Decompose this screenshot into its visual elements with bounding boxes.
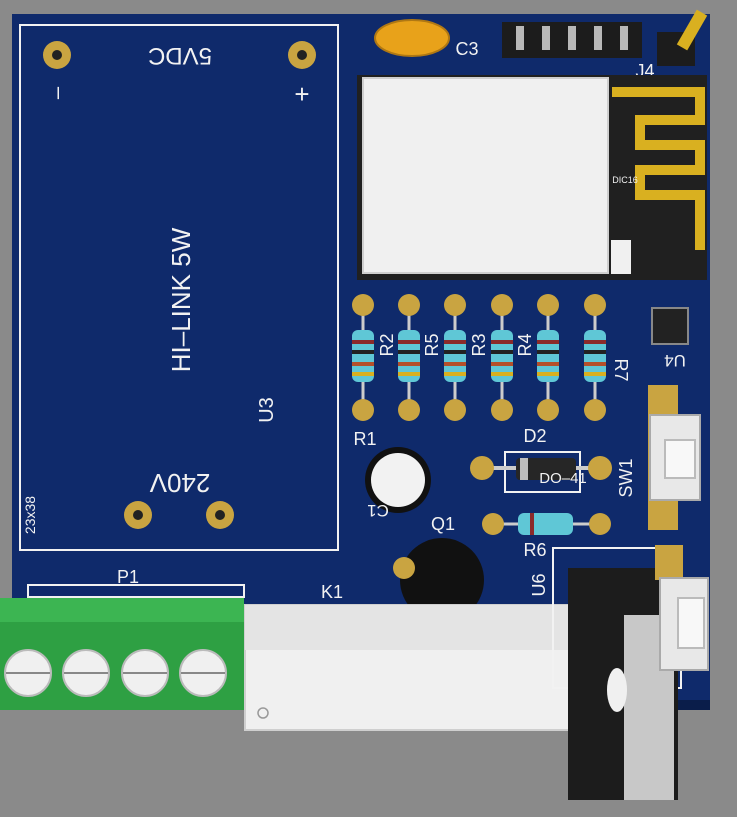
transistor-q1-pad xyxy=(393,557,415,579)
terminal-top xyxy=(0,598,244,622)
wifi-module-shield xyxy=(362,77,609,274)
switch-2-pads xyxy=(655,545,683,580)
resistor-r6-band xyxy=(530,513,534,535)
wifi-module-text: DIC16 xyxy=(612,175,638,185)
diode-pad-left xyxy=(470,456,494,480)
jumper-pin xyxy=(676,9,708,51)
r1-label: R1 xyxy=(353,429,376,449)
r4-label: R4 xyxy=(515,333,535,356)
chip-u4 xyxy=(651,307,689,345)
r2-label: R2 xyxy=(377,333,397,356)
resistor-r6-pad-right xyxy=(589,513,611,535)
diode-pad-right xyxy=(588,456,612,480)
resistor-r6-pad-left xyxy=(482,513,504,535)
r7-label: R7 xyxy=(611,358,631,381)
transistor-q1 xyxy=(400,538,484,622)
r5-label: R5 xyxy=(422,333,442,356)
terminal-outline xyxy=(27,584,245,598)
resistor-r4 xyxy=(537,294,559,421)
minus-label: – xyxy=(44,86,69,99)
ac-label: 240V xyxy=(149,468,210,498)
diode-package-label: DO–41 xyxy=(539,470,587,487)
p1-label: P1 xyxy=(117,567,139,587)
regulator-hole xyxy=(607,668,627,712)
power-module-outline xyxy=(19,24,339,551)
d2-label: D2 xyxy=(523,426,546,446)
c1-label: C1 xyxy=(367,501,389,520)
u3-label: U3 xyxy=(256,397,278,423)
power-module-pads xyxy=(43,41,316,529)
relay-k1-top xyxy=(245,605,570,650)
dc-label: 5VDC xyxy=(148,42,212,69)
wifi-antenna xyxy=(612,87,705,250)
r3-label: R3 xyxy=(469,333,489,356)
diode-outline xyxy=(504,451,581,493)
resistor-r7 xyxy=(584,294,606,421)
sw1-label: SW1 xyxy=(616,458,636,497)
diode-stripe xyxy=(520,458,528,480)
resistor-r2 xyxy=(398,294,420,421)
plus-label: + xyxy=(294,79,309,109)
switch-2-actuator xyxy=(677,597,705,649)
diode-body xyxy=(516,458,576,480)
c3-label: C3 xyxy=(455,39,478,59)
resistor-array xyxy=(352,294,606,421)
u4-label: U4 xyxy=(664,351,686,370)
q1-label: Q1 xyxy=(431,514,455,534)
relay-k1-mark xyxy=(257,707,269,719)
resistor-r1 xyxy=(352,294,374,421)
resistor-r3 xyxy=(491,294,513,421)
switch-sw1-actuator xyxy=(664,439,696,479)
size-label: 23x38 xyxy=(22,496,38,534)
resistor-r5 xyxy=(444,294,466,421)
resistor-r6-body xyxy=(518,513,573,535)
capacitor-c3 xyxy=(374,19,450,57)
brand-label: HI–LINK 5W xyxy=(166,227,196,372)
wifi-led xyxy=(611,240,631,274)
terminal-screws xyxy=(4,649,227,697)
r6-label: R6 xyxy=(523,540,546,560)
u6-label: U6 xyxy=(529,573,549,596)
capacitor-c1-top xyxy=(371,453,425,507)
k1-label: K1 xyxy=(321,582,343,602)
header-pins xyxy=(516,26,628,50)
